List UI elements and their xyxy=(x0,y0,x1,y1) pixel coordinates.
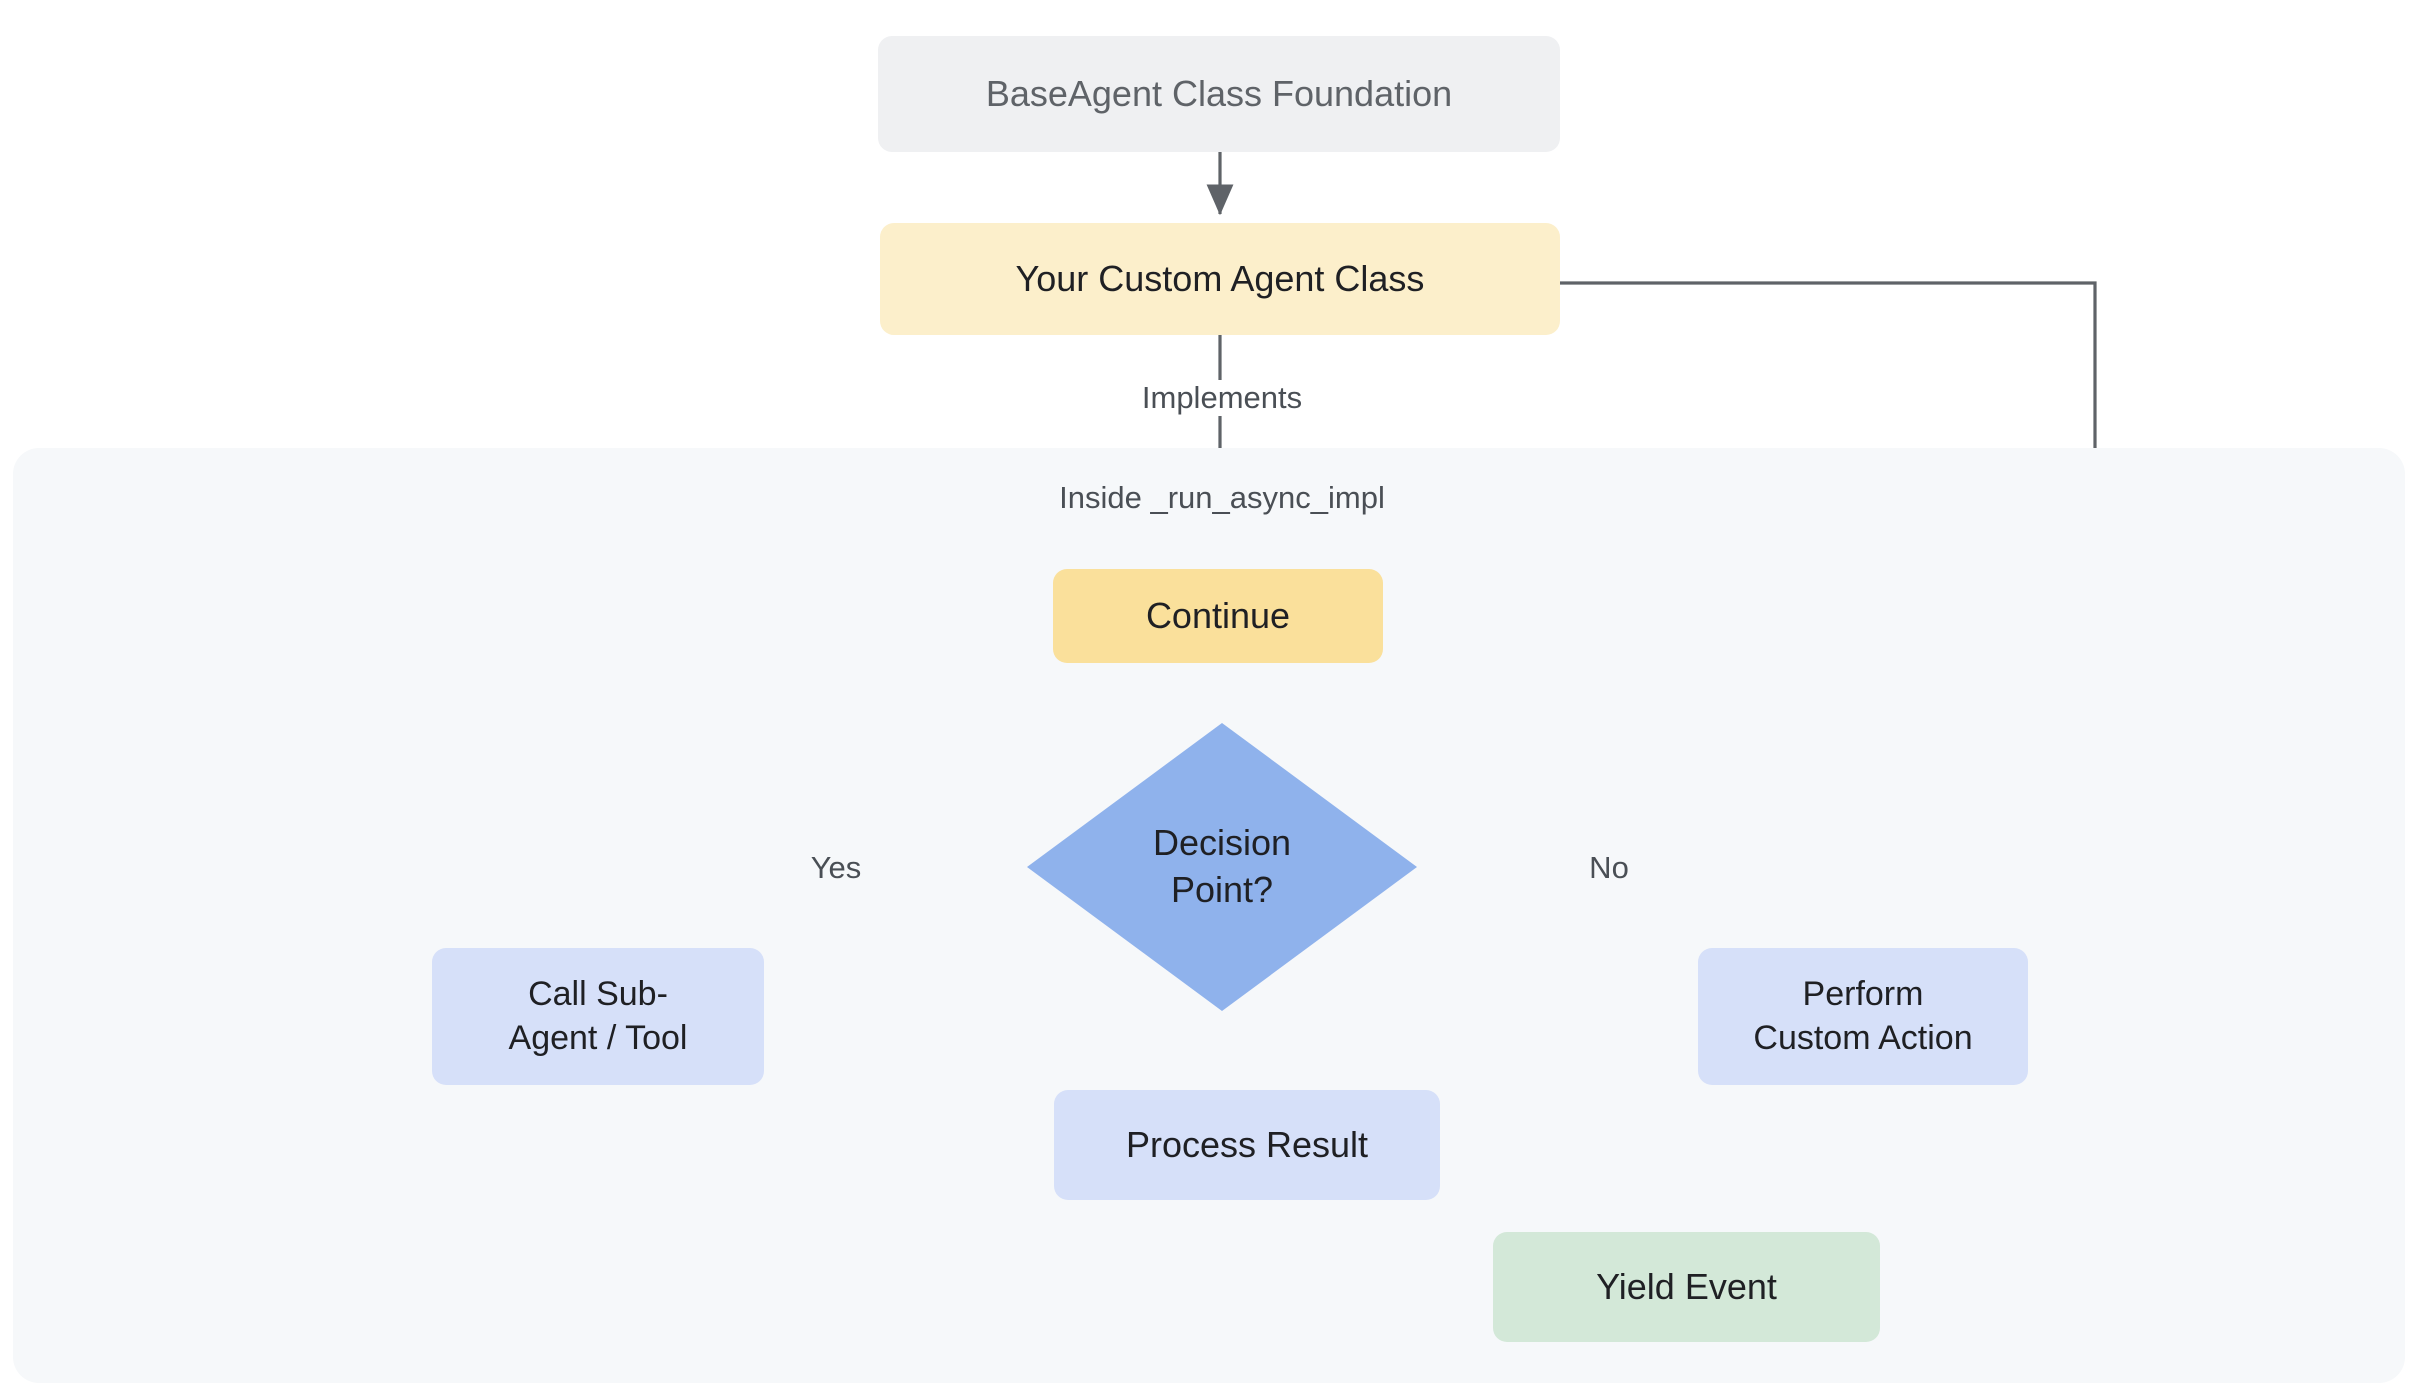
edge-label-inside-run-async-impl: Inside _run_async_impl xyxy=(1051,480,1393,516)
baseagent-class-foundation-label: BaseAgent Class Foundation xyxy=(985,72,1453,114)
decision-point-node[interactable]: Decision Point? xyxy=(1027,723,1417,1011)
your-custom-agent-class-label: Your Custom Agent Class xyxy=(1015,257,1425,299)
yield-event-label: Yield Event xyxy=(1596,1265,1777,1307)
process-result-label: Process Result xyxy=(1125,1123,1369,1165)
edge-label-no: No xyxy=(1581,850,1637,886)
process-result-node[interactable]: Process Result xyxy=(1054,1090,1440,1200)
yield-event-node[interactable]: Yield Event xyxy=(1493,1232,1880,1342)
call-sub-agent-tool-label: Call Sub- Agent / Tool xyxy=(508,974,688,1057)
baseagent-class-foundation-node[interactable]: BaseAgent Class Foundation xyxy=(878,36,1560,152)
your-custom-agent-class-node[interactable]: Your Custom Agent Class xyxy=(880,223,1560,335)
perform-custom-action-node[interactable]: Perform Custom Action xyxy=(1698,948,2028,1085)
edge-label-yes: Yes xyxy=(802,850,870,886)
edge-label-implements: Implements xyxy=(1133,380,1311,416)
decision-diamond-shape xyxy=(1027,723,1417,1011)
continue-node[interactable]: Continue xyxy=(1053,569,1383,663)
continue-label: Continue xyxy=(1145,594,1291,636)
call-sub-agent-tool-node[interactable]: Call Sub- Agent / Tool xyxy=(432,948,764,1085)
perform-custom-action-label: Perform Custom Action xyxy=(1753,974,1973,1057)
decision-point-label: Decision Point? xyxy=(1152,822,1292,910)
